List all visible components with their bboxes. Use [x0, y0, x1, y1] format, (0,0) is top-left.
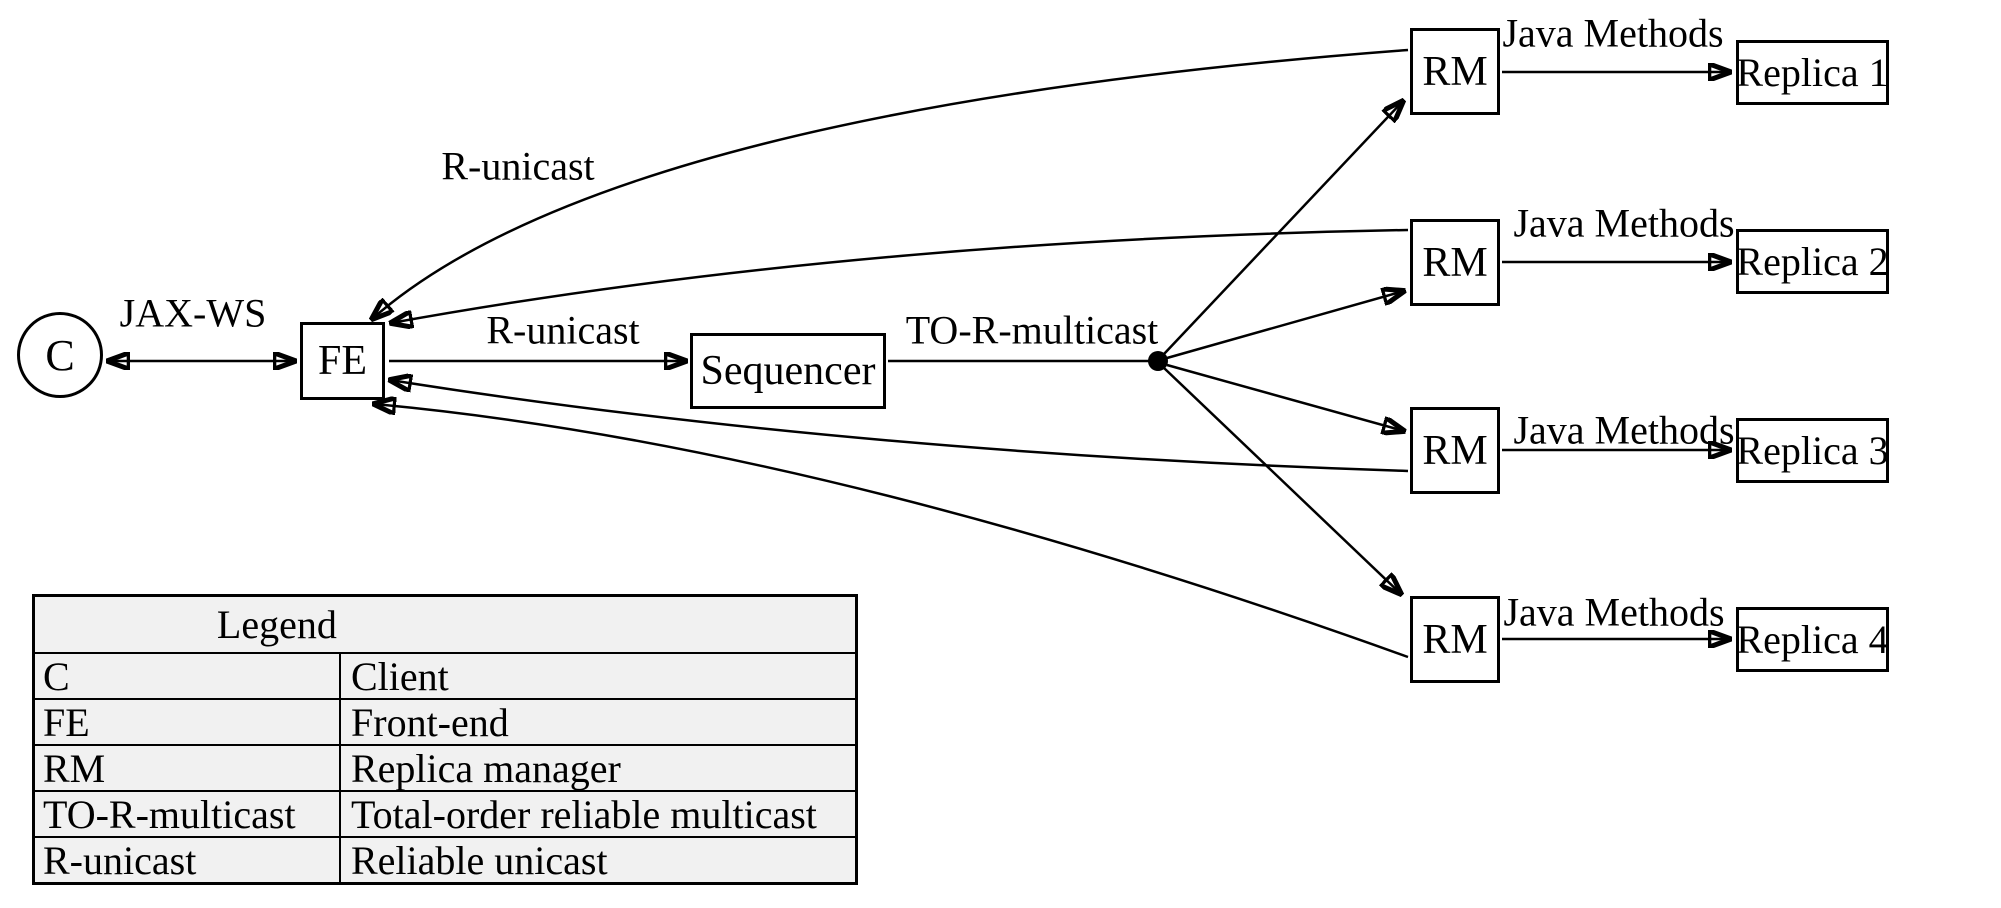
jaxws-edge-label: JAX-WS — [119, 290, 267, 336]
java-methods-label-4: Java Methods — [1503, 589, 1725, 635]
edge-rm1-fe-return — [372, 48, 1409, 319]
legend-abbr: TO-R-multicast — [35, 792, 341, 837]
rm-label: RM — [1422, 427, 1488, 474]
replica-node-1: Replica 1 — [1736, 40, 1889, 105]
java-methods-label-3: Java Methods — [1513, 407, 1735, 453]
multicast-junction-dot — [1148, 351, 1168, 371]
replica-label: Replica 2 — [1736, 239, 1889, 284]
frontend-node: FE — [300, 322, 385, 400]
edge-rm3-fe-return — [390, 380, 1409, 473]
rm-label: RM — [1422, 48, 1488, 95]
legend-meaning: Total-order reliable multicast — [351, 791, 817, 837]
legend-meaning: Replica manager — [351, 745, 621, 791]
rm-label: RM — [1422, 616, 1488, 663]
edge-junction-rm2 — [1166, 291, 1404, 360]
replica-node-3: Replica 3 — [1736, 418, 1889, 483]
edge-junction-rm4 — [1163, 367, 1401, 594]
legend-meaning: Front-end — [351, 699, 509, 745]
rm-node-3: RM — [1410, 407, 1500, 494]
edge-junction-rm1 — [1163, 101, 1403, 355]
replica-label: Replica 3 — [1736, 428, 1889, 473]
legend-row: FE Front-end — [35, 698, 855, 745]
rm-node-2: RM — [1410, 219, 1500, 306]
frontend-label: FE — [317, 338, 367, 384]
legend-meaning: Client — [351, 653, 449, 699]
legend-row: TO-R-multicast Total-order reliable mult… — [35, 790, 855, 837]
sequencer-label: Sequencer — [700, 348, 876, 394]
legend-abbr: R-unicast — [35, 838, 341, 883]
rm-label: RM — [1422, 239, 1488, 286]
legend-row: C Client — [35, 652, 855, 699]
legend-abbr: C — [35, 654, 341, 699]
sequencer-node: Sequencer — [690, 333, 886, 409]
legend-row: R-unicast Reliable unicast — [35, 836, 855, 883]
replica-label: Replica 4 — [1736, 617, 1889, 662]
legend-abbr: FE — [35, 700, 341, 745]
legend-header: Legend — [35, 597, 855, 652]
legend-meaning: Reliable unicast — [351, 837, 608, 883]
r-unicast-label: R-unicast — [486, 307, 640, 353]
client-label: C — [45, 330, 75, 380]
rm-node-4: RM — [1410, 596, 1500, 683]
replica-node-4: Replica 4 — [1736, 607, 1889, 672]
r-unicast-return-label: R-unicast — [441, 143, 595, 189]
rm-node-1: RM — [1410, 28, 1500, 115]
java-methods-label-2: Java Methods — [1513, 200, 1735, 246]
legend-table: Legend C Client FE Front-end RM Replica … — [32, 594, 858, 885]
legend-row: RM Replica manager — [35, 744, 855, 791]
edge-rm2-fe-return — [391, 228, 1409, 323]
client-node: C — [17, 312, 103, 398]
replica-node-2: Replica 2 — [1736, 229, 1889, 294]
edge-rm4-fe-return — [374, 404, 1409, 659]
legend-abbr: RM — [35, 746, 341, 791]
legend-title: Legend — [216, 602, 337, 647]
replica-label: Replica 1 — [1736, 50, 1889, 95]
java-methods-label-1: Java Methods — [1502, 10, 1724, 56]
edge-junction-rm3 — [1166, 363, 1404, 431]
to-r-multicast-label: TO-R-multicast — [905, 307, 1159, 353]
